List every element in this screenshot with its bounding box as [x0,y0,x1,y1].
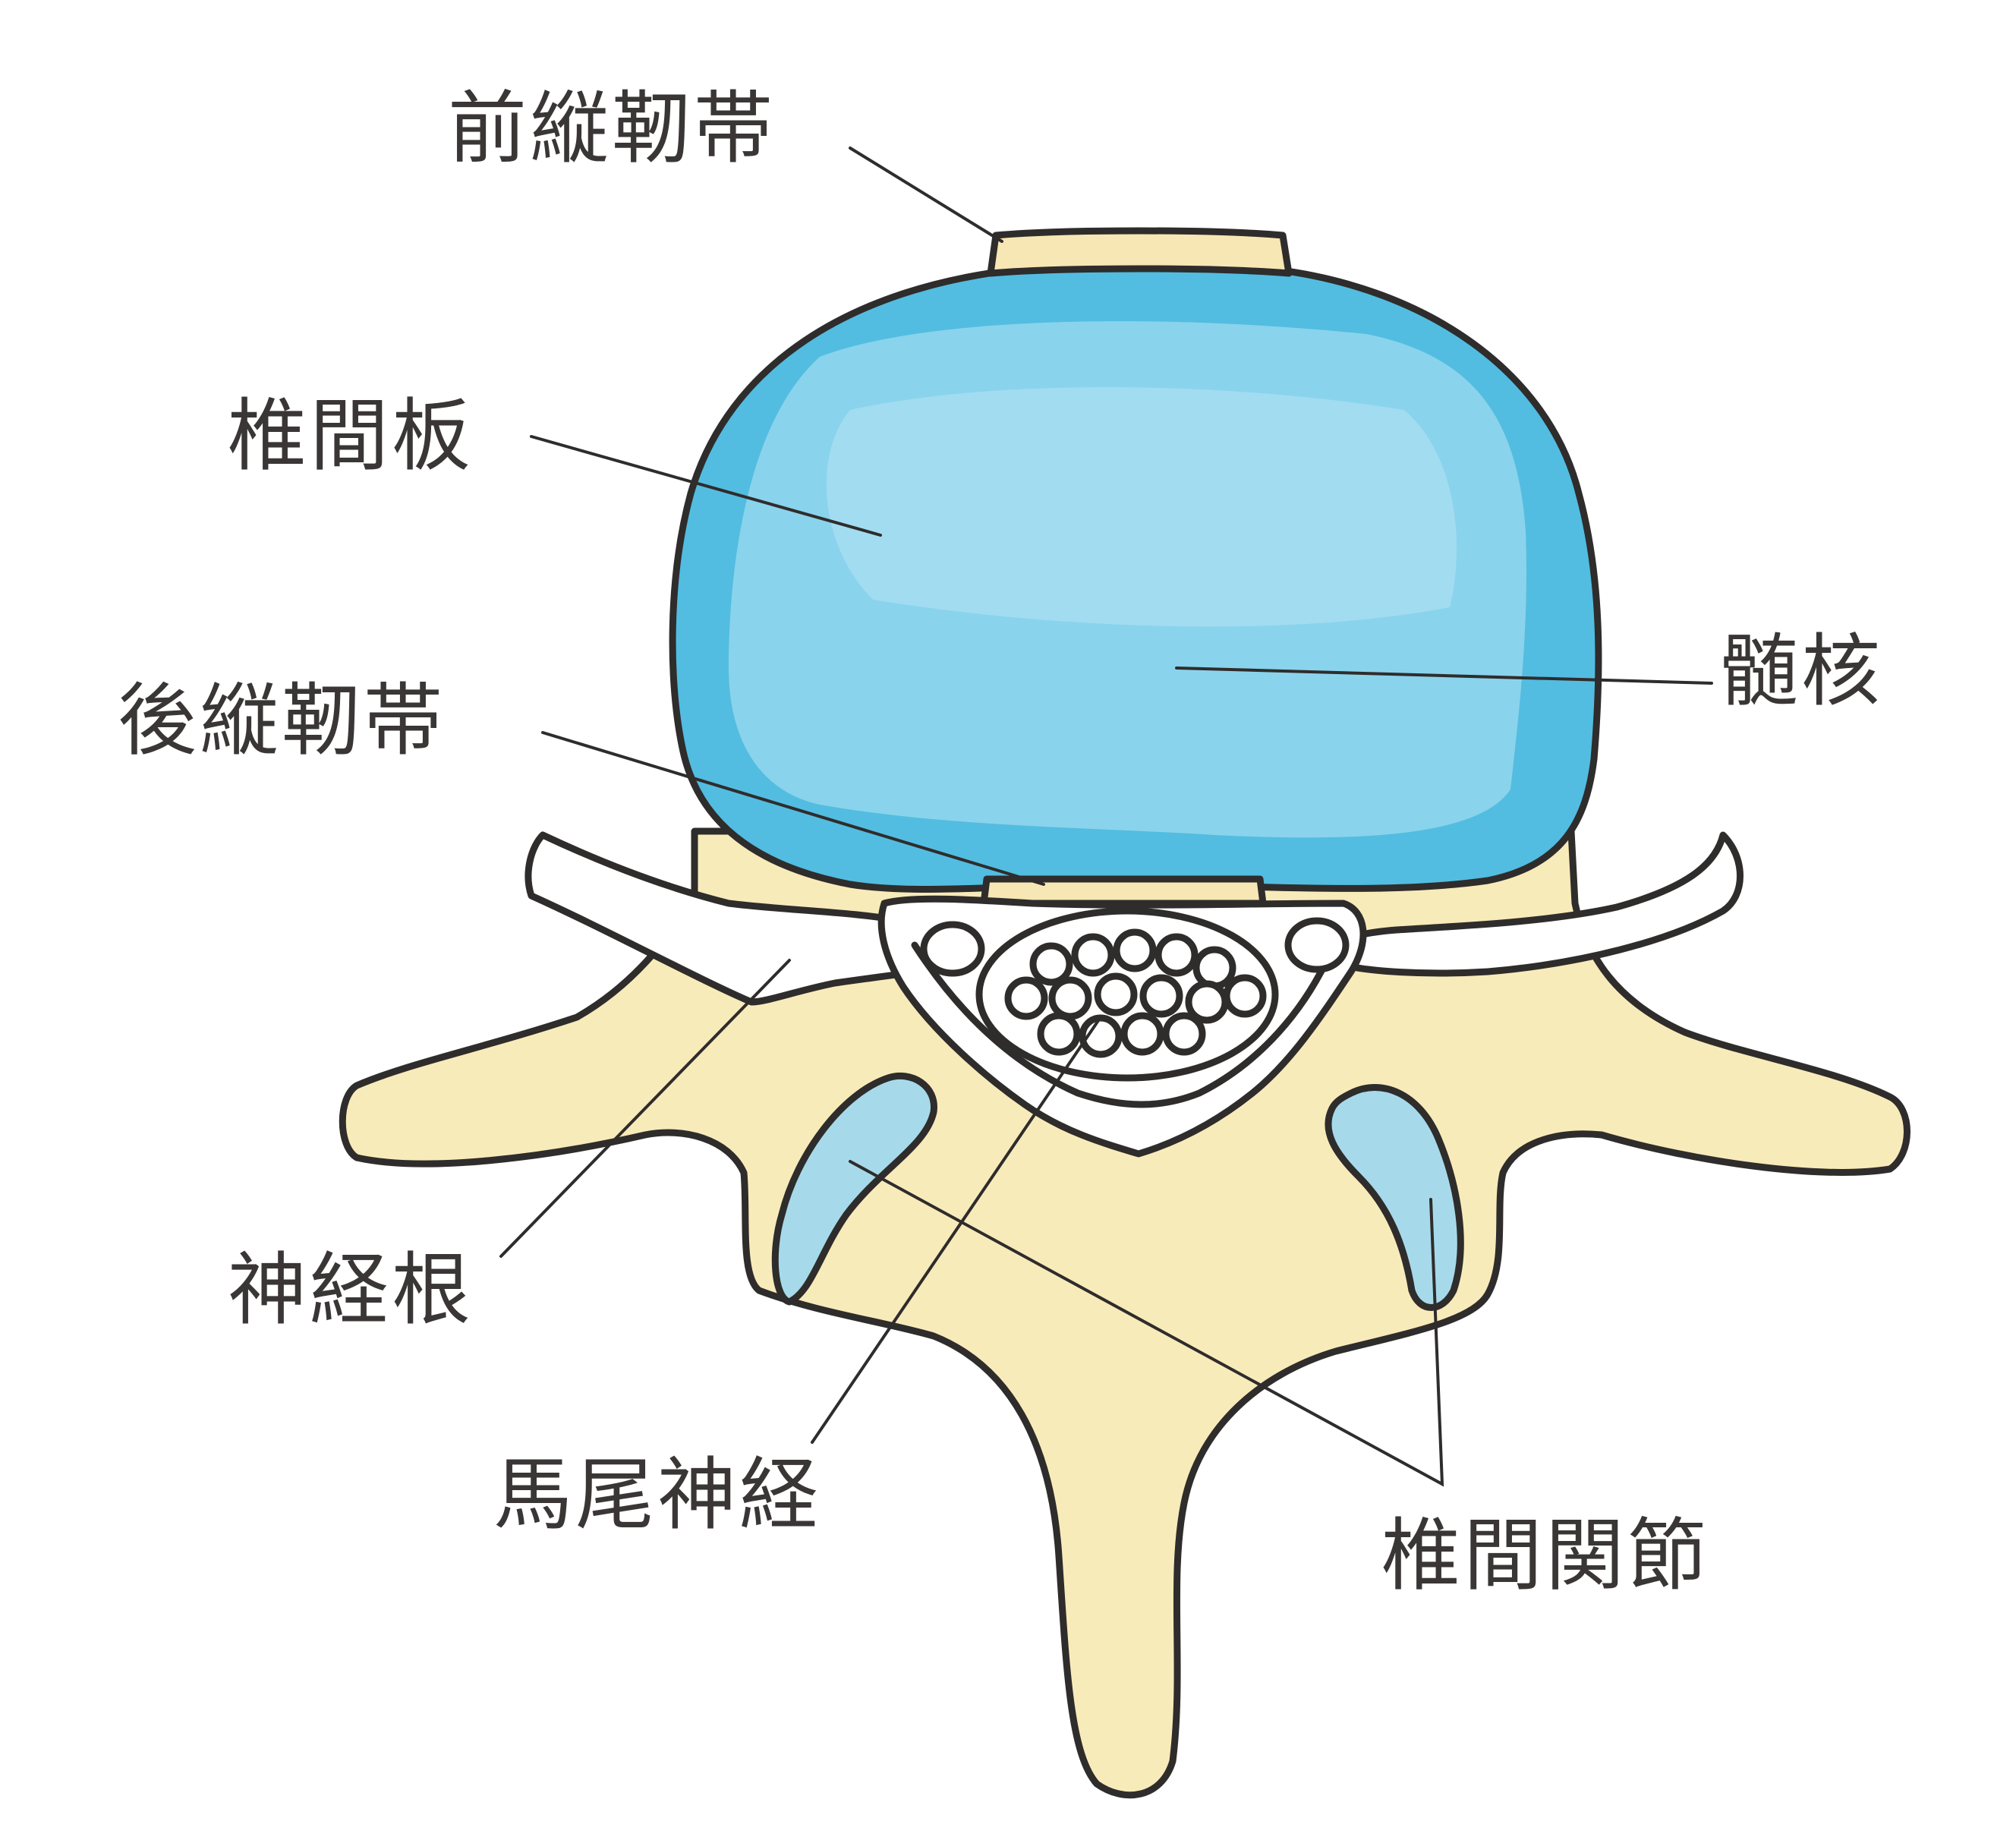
facet-joint-left [771,1072,937,1306]
nerve-fiber [1192,946,1236,990]
nerve-fiber [1139,974,1183,1018]
nerve-fiber [1004,976,1048,1020]
anterior-longitudinal-ligament [987,227,1293,277]
nerve-fiber [1029,942,1073,986]
label-cauda-equina: 馬尾神経 [493,1448,821,1541]
vertebral-arch [339,827,1910,1799]
nerve-fiber [1120,1012,1164,1056]
nerve-fiber [1113,928,1157,972]
nerve-fiber [1037,1012,1081,1056]
nerve-fiber [1094,972,1138,1016]
dura-inner-line [911,941,1336,1108]
facet-joint-right [1325,1084,1464,1311]
label-intervertebral-disc: 椎間板 [228,389,474,482]
nerve-fiber [1223,974,1267,1018]
nerve-root-sleeve-right [1284,917,1350,973]
leader-anterior-ligament [849,147,1003,243]
cauda-equina-fibers [1004,928,1267,1058]
leader-posterior-ligament [541,731,1045,886]
leader-disc [530,435,882,537]
label-anterior-longitudinal-ligament: 前縦靭帯 [448,82,776,175]
leader-lines [499,147,1713,1487]
label-nerve-root: 神経根 [228,1243,474,1336]
label-posterior-longitudinal-ligament: 後縦靭帯 [118,674,446,767]
label-facet-joint: 椎間関節 [1381,1509,1709,1602]
label-nucleus-pulposus: 髄核 [1719,625,1883,717]
nerve-fiber [1154,933,1199,977]
nerve-root-sleeve-left [920,921,985,977]
nerve-fiber [1162,1012,1206,1056]
leader-nucleus [1175,666,1713,685]
nerve-fiber [1048,976,1092,1020]
leader-cauda-equina [811,1016,1102,1444]
nerve-fiber [1071,933,1115,977]
disc-inner-highlight [826,387,1457,627]
leader-facet-joint [849,1160,1444,1487]
leader-nerve-root [499,959,791,1258]
